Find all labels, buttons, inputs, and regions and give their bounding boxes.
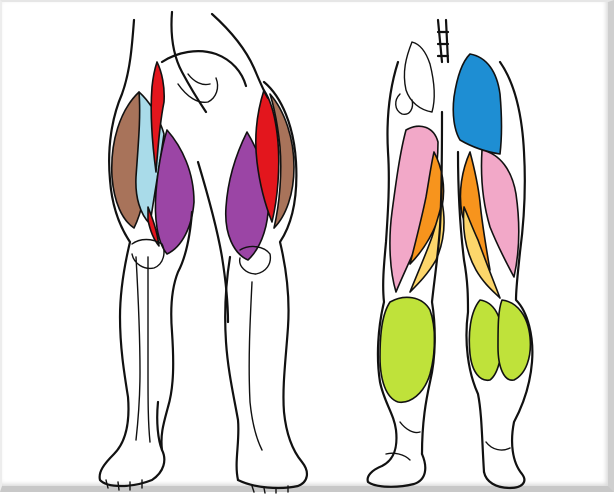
back-right-heel (486, 442, 510, 450)
front-view (100, 12, 307, 493)
front-pelvis-contour (162, 12, 268, 112)
back-right-calf-outer-muscle (498, 300, 530, 380)
back-gluteal-muscle (453, 54, 501, 154)
front-right-inner-contour (225, 257, 238, 480)
back-spine-pelvis (438, 20, 448, 62)
front-left-shin-bone (136, 257, 150, 442)
back-right-calf-inner-muscle (469, 300, 502, 380)
back-left-hip-bone (404, 42, 434, 112)
front-inner-thigh-line (198, 162, 228, 322)
back-left-calf-muscle (380, 297, 435, 402)
front-right-shin (249, 282, 262, 450)
back-left-ankle (386, 422, 420, 460)
back-view (368, 20, 533, 488)
